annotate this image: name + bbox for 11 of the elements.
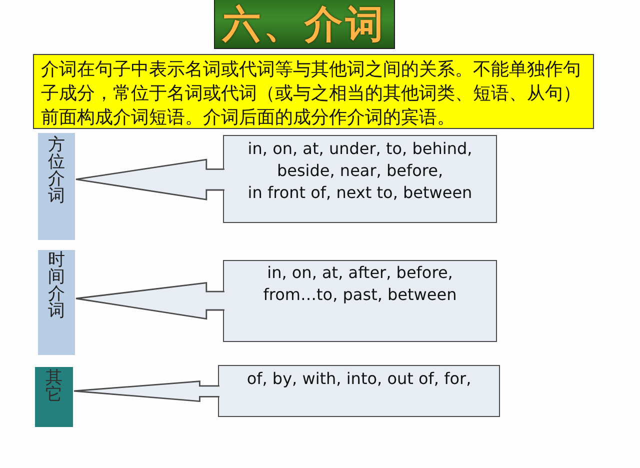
- callout-box: in, on, at, after, before, from…to, past, between: [223, 260, 497, 342]
- title-banner: 六、介词: [214, 0, 395, 49]
- callout-arrow: [75, 158, 226, 200]
- callout-box: of, by, with, into, out of, for,: [218, 365, 500, 417]
- category-tab: 时间介词: [38, 250, 75, 355]
- callout-arrow: [75, 282, 226, 320]
- category-tab: 方位介词: [38, 133, 75, 240]
- callout-box: in, on, at, under, to, behind, beside, near, before, in front of, next to, between: [223, 135, 497, 223]
- callout-arrow: [73, 380, 220, 402]
- definition-box: 介词在句子中表示名词或代词等与其他词之间的关系。不能单独作句子成分，常位于名词或代词（或与之相当的其他词类、短语、从句）前面构成介词短语。介词后面的成分作介词的宾语。: [33, 54, 594, 129]
- category-tab: 其它: [35, 367, 73, 427]
